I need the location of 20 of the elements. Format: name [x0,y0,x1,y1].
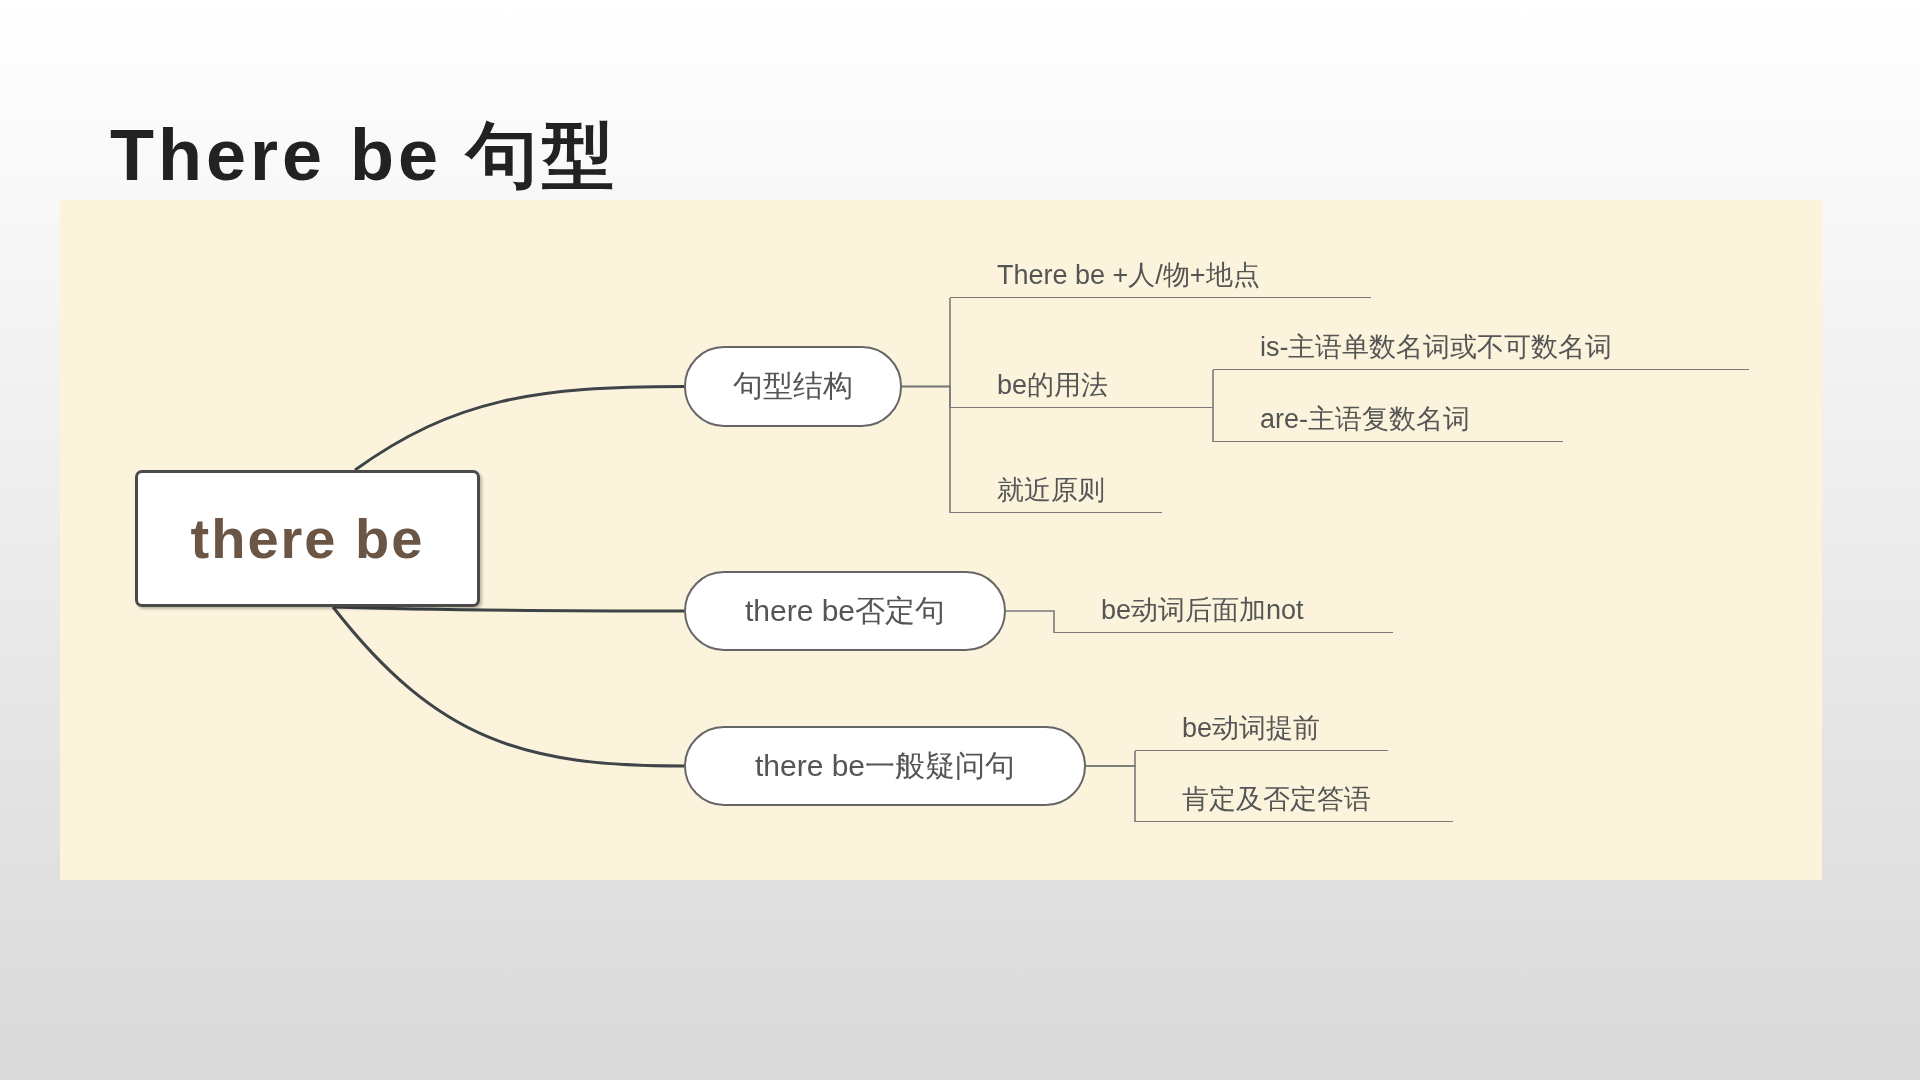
underlined-label: are-主语复数名词 [1213,400,1563,442]
underlined-label: There be +人/物+地点 [950,256,1371,298]
connector-line [354,385,684,472]
underlined-label: 就近原则 [950,471,1162,513]
connector-line [331,606,685,768]
underlined-label: be的用法 [950,366,1213,408]
underlined-label: 肯定及否定答语 [1135,780,1453,822]
slide-title: There be 句型 [110,114,619,197]
connector-line [901,385,951,514]
underlined-label: be动词后面加not [1054,591,1393,633]
connector-line [1085,765,1136,823]
connector-line [1005,610,1055,634]
underlined-label: be动词提前 [1135,709,1388,751]
topic-pill: there be一般疑问句 [684,726,1086,806]
connector-line [1212,369,1214,409]
connector-line [1212,407,1214,443]
underlined-label: is-主语单数名词或不可数名词 [1213,328,1749,370]
central-topic-box: there be [135,470,480,607]
topic-pill: there be否定句 [684,571,1006,651]
topic-pill: 句型结构 [684,346,902,427]
